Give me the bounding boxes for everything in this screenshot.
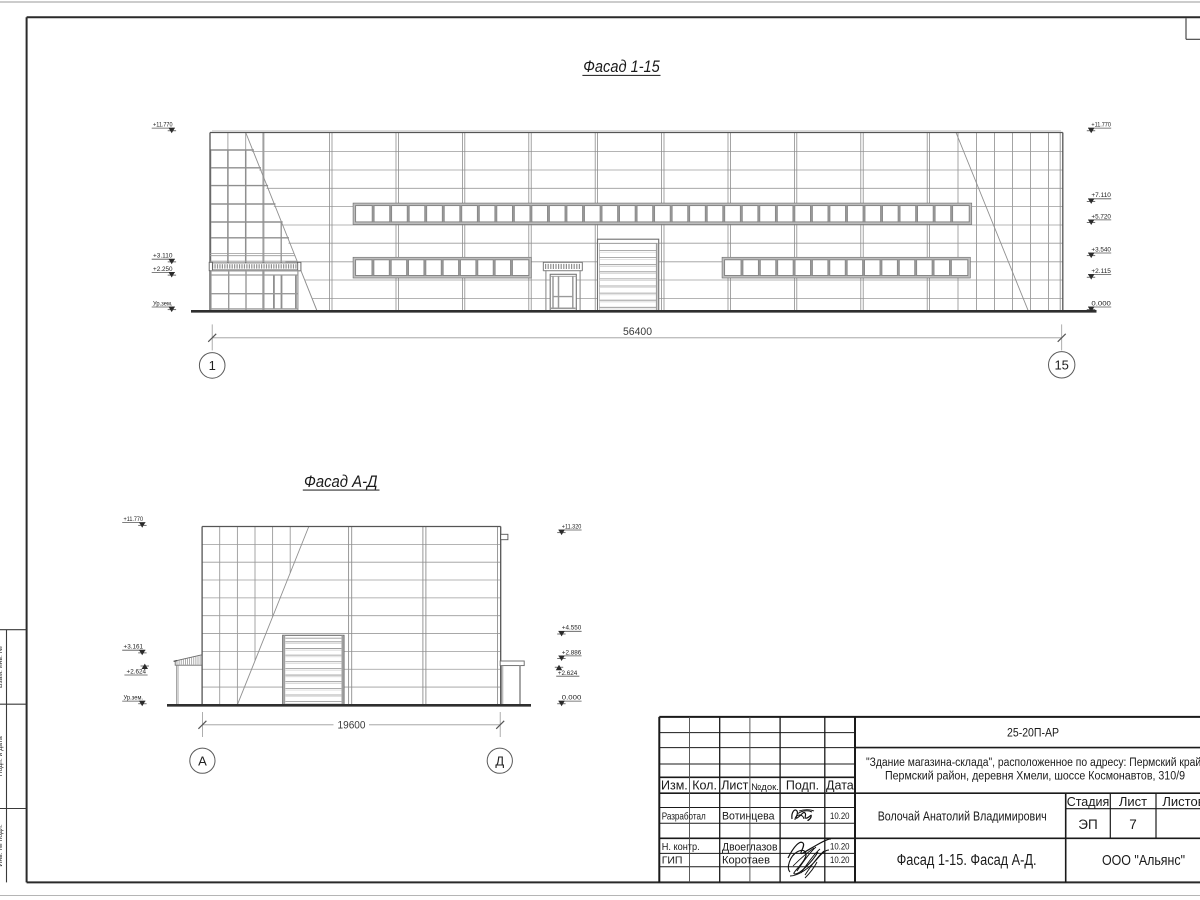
svg-text:"Здание магазина-склада", расп: "Здание магазина-склада", расположенное … [866,757,1200,769]
svg-text:Подп.: Подп. [786,779,819,793]
svg-text:+11.770: +11.770 [124,516,144,523]
svg-text:Изм.: Изм. [661,779,688,793]
svg-text:+11.770: +11.770 [153,122,173,129]
svg-text:0.000: 0.000 [1091,300,1111,307]
svg-text:+2.886: +2.886 [562,649,582,656]
svg-text:Вотинцева: Вотинцева [722,811,775,823]
svg-text:А: А [198,753,207,768]
svg-text:Лист: Лист [1119,794,1147,809]
svg-text:Ур.зем.: Ур.зем. [124,695,144,702]
svg-text:Ур.зем.: Ур.зем. [153,300,173,307]
svg-text:+2.115: +2.115 [1091,268,1111,275]
svg-text:Фасад 1-15. Фасад А-Д.: Фасад 1-15. Фасад А-Д. [897,852,1037,869]
svg-text:56400: 56400 [623,326,652,338]
svg-text:Стадия: Стадия [1067,795,1110,809]
svg-text:+2.624: +2.624 [127,669,147,676]
svg-text:Листов: Листов [1162,794,1200,809]
svg-text:Разработал: Разработал [662,810,706,822]
svg-text:ГИП: ГИП [662,854,683,866]
svg-text:25-20П-АР: 25-20П-АР [1007,726,1059,740]
svg-text:Двоеглазов: Двоеглазов [722,841,778,853]
svg-text:Коротаев: Коротаев [722,855,770,867]
svg-text:+7.110: +7.110 [1091,192,1111,199]
svg-text:Фасад А-Д: Фасад А-Д [304,473,378,491]
svg-text:10.20: 10.20 [830,855,850,865]
svg-text:Подп. и дата: Подп. и дата [0,736,4,776]
svg-text:0.000: 0.000 [562,695,582,702]
svg-text:Кол.: Кол. [692,779,717,793]
svg-text:Волочай Анатолий Владимирович: Волочай Анатолий Владимирович [878,810,1047,824]
svg-text:+5.720: +5.720 [1091,213,1111,220]
svg-text:Дата: Дата [826,779,854,793]
svg-text:19600: 19600 [338,720,366,732]
svg-text:Инв. № подл.: Инв. № подл. [0,824,4,866]
svg-text:+2.624: +2.624 [558,670,578,677]
svg-text:Д: Д [495,753,504,768]
svg-text:+3.110: +3.110 [153,253,173,260]
svg-text:Пермский район, деревня Хмели,: Пермский район, деревня Хмели, шоссе Кос… [885,771,1185,783]
svg-text:ЭП: ЭП [1078,817,1097,832]
svg-text:Н. контр.: Н. контр. [662,841,700,853]
svg-text:ООО "Альянс": ООО "Альянс" [1102,852,1185,869]
svg-text:7: 7 [1129,817,1137,832]
svg-text:+11.770: +11.770 [1091,122,1111,129]
svg-text:№док.: №док. [751,782,779,793]
svg-text:Фасад 1-15: Фасад 1-15 [583,58,660,76]
svg-text:15: 15 [1054,357,1068,372]
svg-text:+3.540: +3.540 [1091,246,1111,253]
svg-text:+4.550: +4.550 [562,625,582,632]
svg-text:Взам. инв. №: Взам. инв. № [0,646,4,688]
svg-text:+3.161: +3.161 [124,644,144,651]
svg-text:10.20: 10.20 [830,811,850,821]
svg-text:10.20: 10.20 [830,842,850,852]
svg-text:1: 1 [209,358,216,373]
svg-text:+2.250: +2.250 [153,266,173,273]
svg-text:+11.320: +11.320 [562,523,582,530]
svg-text:Лист: Лист [721,779,748,793]
